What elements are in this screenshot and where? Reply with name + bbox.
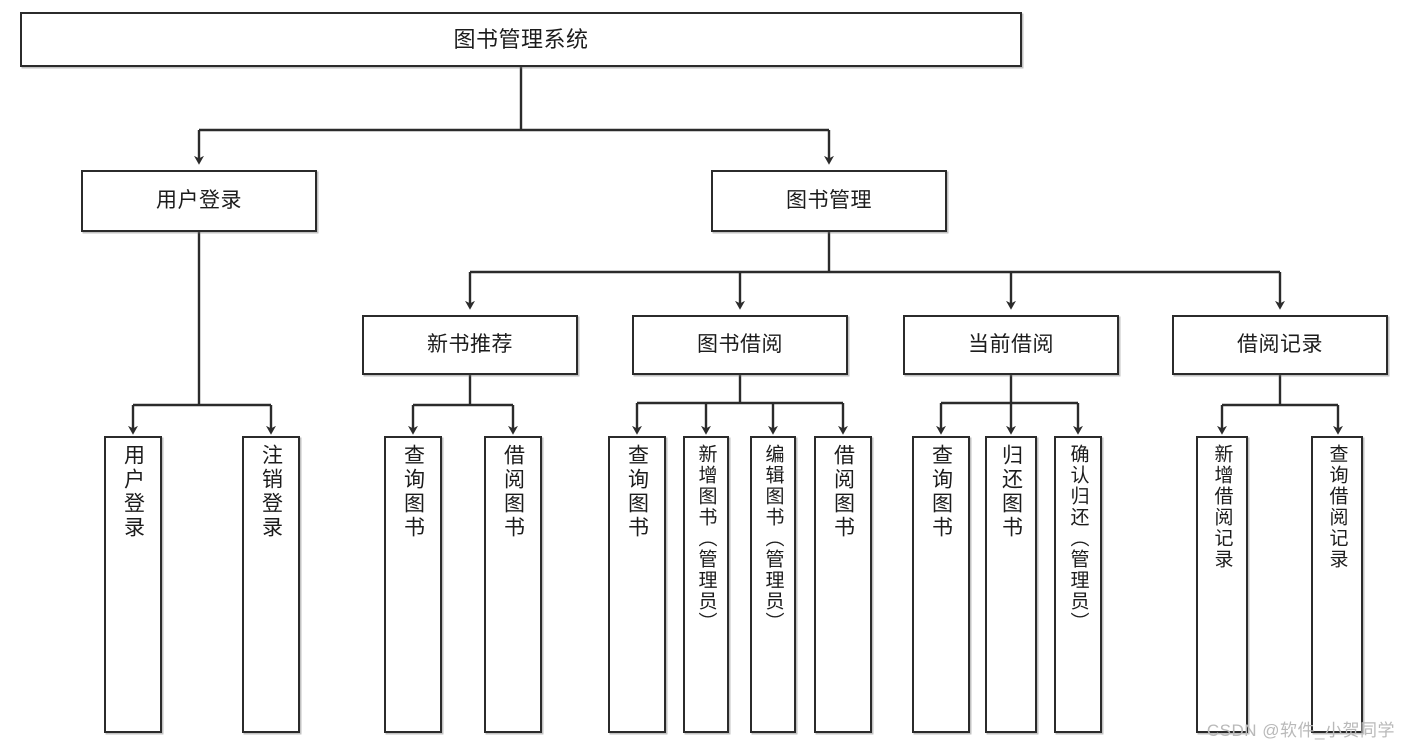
node-label: 新书推荐 [427,332,513,356]
node-label: 查询图书 [401,444,425,540]
node-label: 查询图书 [929,444,953,540]
node-label: 编辑图书（管理员） [762,444,784,633]
node-label: 当前借阅 [968,332,1054,356]
node-new-book-recommend[interactable]: 新书推荐 [362,315,578,375]
leaf-record-query-record[interactable]: 查询借阅记录 [1311,436,1363,733]
node-book-borrow[interactable]: 图书借阅 [632,315,848,375]
leaf-borrow-add-book-admin[interactable]: 新增图书（管理员） [683,436,729,733]
leaf-current-confirm-return-admin[interactable]: 确认归还（管理员） [1054,436,1102,733]
node-book-management[interactable]: 图书管理 [711,170,947,232]
node-label: 查询图书 [625,444,649,540]
node-label: 用户登录 [156,188,242,212]
leaf-current-query-book[interactable]: 查询图书 [912,436,970,733]
leaf-borrow-query-book[interactable]: 查询图书 [608,436,666,733]
node-label: 查询借阅记录 [1326,444,1348,570]
leaf-borrow-borrow-book[interactable]: 借阅图书 [814,436,872,733]
node-root[interactable]: 图书管理系统 [20,12,1022,67]
node-label: 用户登录 [121,444,145,540]
node-label: 新增图书（管理员） [695,444,717,633]
leaf-user-login-signout[interactable]: 注销登录 [242,436,300,733]
leaf-current-return-book[interactable]: 归还图书 [985,436,1037,733]
node-borrow-record[interactable]: 借阅记录 [1172,315,1388,375]
node-label: 借阅图书 [501,444,525,540]
node-label: 图书管理 [786,188,872,212]
leaf-record-add-record[interactable]: 新增借阅记录 [1196,436,1248,733]
node-label: 注销登录 [259,444,283,540]
node-current-borrow[interactable]: 当前借阅 [903,315,1119,375]
node-label: 确认归还（管理员） [1067,444,1089,633]
node-label: 图书借阅 [697,332,783,356]
node-label: 图书管理系统 [453,26,589,52]
watermark: CSDN @软件_小贺同学 [1206,721,1395,740]
node-label: 借阅图书 [831,444,855,540]
node-label: 归还图书 [999,444,1023,540]
node-label: 借阅记录 [1237,332,1323,356]
node-label: 新增借阅记录 [1211,444,1233,570]
leaf-recommend-borrow-book[interactable]: 借阅图书 [484,436,542,733]
node-user-login[interactable]: 用户登录 [81,170,317,232]
leaf-user-login-signin[interactable]: 用户登录 [104,436,162,733]
leaf-borrow-edit-book-admin[interactable]: 编辑图书（管理员） [750,436,796,733]
leaf-recommend-query-book[interactable]: 查询图书 [384,436,442,733]
